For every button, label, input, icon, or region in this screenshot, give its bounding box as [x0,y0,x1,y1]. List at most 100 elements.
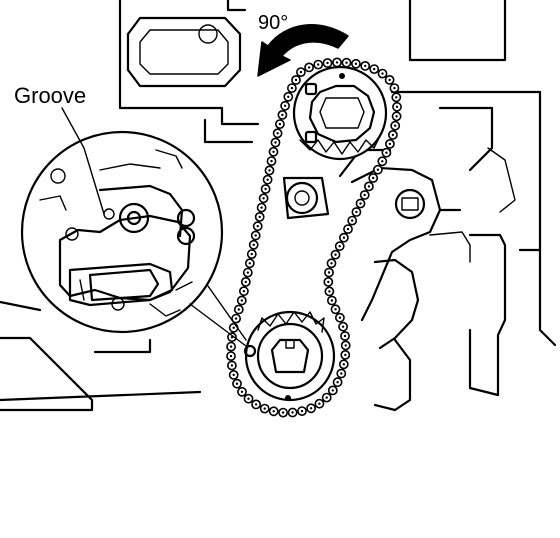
chain-link-pin [254,234,257,237]
chain-link-pin [394,124,397,127]
inset-leader-lines [189,285,247,347]
chain-link-pin [317,63,320,66]
chain-link-pin [287,95,290,99]
chain-link-pin [309,407,313,410]
chain-link-pin [237,308,240,311]
chain-link-pin [381,72,384,75]
chain-link-pin [330,299,334,302]
chain-link-pin [250,252,253,256]
groove-leader-line [61,107,105,215]
chain-link-pin [372,176,375,180]
chain-link-pin [334,308,337,311]
chain-link-pin [318,402,321,405]
groove-label: Groove [14,83,86,108]
chain-link-pin [276,132,279,135]
chain-link-pin [268,169,271,172]
chain-link-pin [291,411,294,414]
chain-link-pin [262,197,265,200]
chain-link-pin [300,409,304,413]
chain-link-pin [263,407,266,410]
chain-link-pin [260,206,263,209]
chain-link-pin [299,70,303,74]
chain-link-pin [331,389,334,392]
chain-link-pin [294,78,298,82]
chain-link-pin [359,202,362,205]
chain-link-pin [229,354,233,358]
crankshaft-sprocket [244,310,336,402]
chain-link-pin [232,373,235,377]
chain-link-pin [336,381,339,384]
chain-link-pin [395,105,399,109]
chain-link-pin [344,353,347,357]
chain-link-pin [342,236,346,239]
chain-link-pin [247,397,250,400]
chain-link-pin [234,317,238,320]
chain-link-pin [342,363,345,366]
upper-mount-bolt [282,176,330,220]
chain-link-pin [244,280,247,284]
chain-link-pin [395,115,398,118]
chain-link-pin [385,151,388,154]
curved-arrow-icon [257,24,349,77]
chain-link-pin [373,67,376,71]
chain-link-pin [393,86,396,90]
chain-link-pin [274,141,277,144]
chain-link-pin [355,210,358,214]
chain-link-pin [346,227,350,231]
chain-link-pin [272,150,275,153]
chain-link-pin [325,396,328,399]
chain-link-pin [281,113,284,117]
chain-link-pin [334,253,337,256]
chain-link-pin [345,61,348,64]
chain-link-pin [351,219,354,222]
engine-block-outline [0,0,557,412]
chain-link-pin [258,215,261,219]
rotation-angle-label: 90° [258,12,288,34]
chain-link-pin [326,61,329,65]
chain-link-pin [343,334,347,338]
chain-link-pin [330,262,333,265]
chain-link-pin [230,364,234,367]
chain-link-pin [256,225,259,228]
chain-link-pin [270,159,273,163]
chain-link-pin [328,290,331,293]
chain-link-pin [388,142,392,146]
chain-link-pin [327,271,331,274]
chain-link-pin [354,62,358,65]
camshaft-sprocket [292,65,388,161]
chain-link-pin [248,262,251,265]
chain-link-pin [341,325,345,328]
chain-link-pin [327,280,330,284]
chain-link-pin [376,168,380,171]
chain-link-pin [364,64,367,68]
chain-link-pin [344,344,347,347]
chain-link-pin [254,403,258,406]
chain-link-pin [272,410,275,413]
chain-link-pin [229,345,233,348]
chain-link-pin [335,61,339,64]
chain-link-pin [266,178,269,181]
chain-link-pin [240,299,243,302]
chain-link-pin [264,187,267,191]
chain-link-pin [395,96,398,99]
chain-link-pin [307,66,311,69]
chain-link-pin [340,372,343,375]
chain-link-pin [338,316,342,319]
chain-link-pin [338,245,341,248]
chain-link-pin [367,185,371,188]
chain-link-pin [281,411,285,414]
chain-link-pin [391,133,395,137]
chain-link-pin [278,122,282,126]
chain-link-pin [388,78,391,82]
chain-link-pin [252,243,255,246]
chain-link-pin [235,382,239,385]
chain-link-pin [232,326,235,329]
chain-link-pin [246,271,249,274]
groove-marker [243,344,257,358]
chain-link-pin [240,390,244,393]
chain-link-pin [242,290,246,293]
chain-link-pin [381,160,384,163]
chain-guide-right [338,148,471,412]
chain-link-pin [363,193,366,197]
chain-link-pin [290,86,294,90]
